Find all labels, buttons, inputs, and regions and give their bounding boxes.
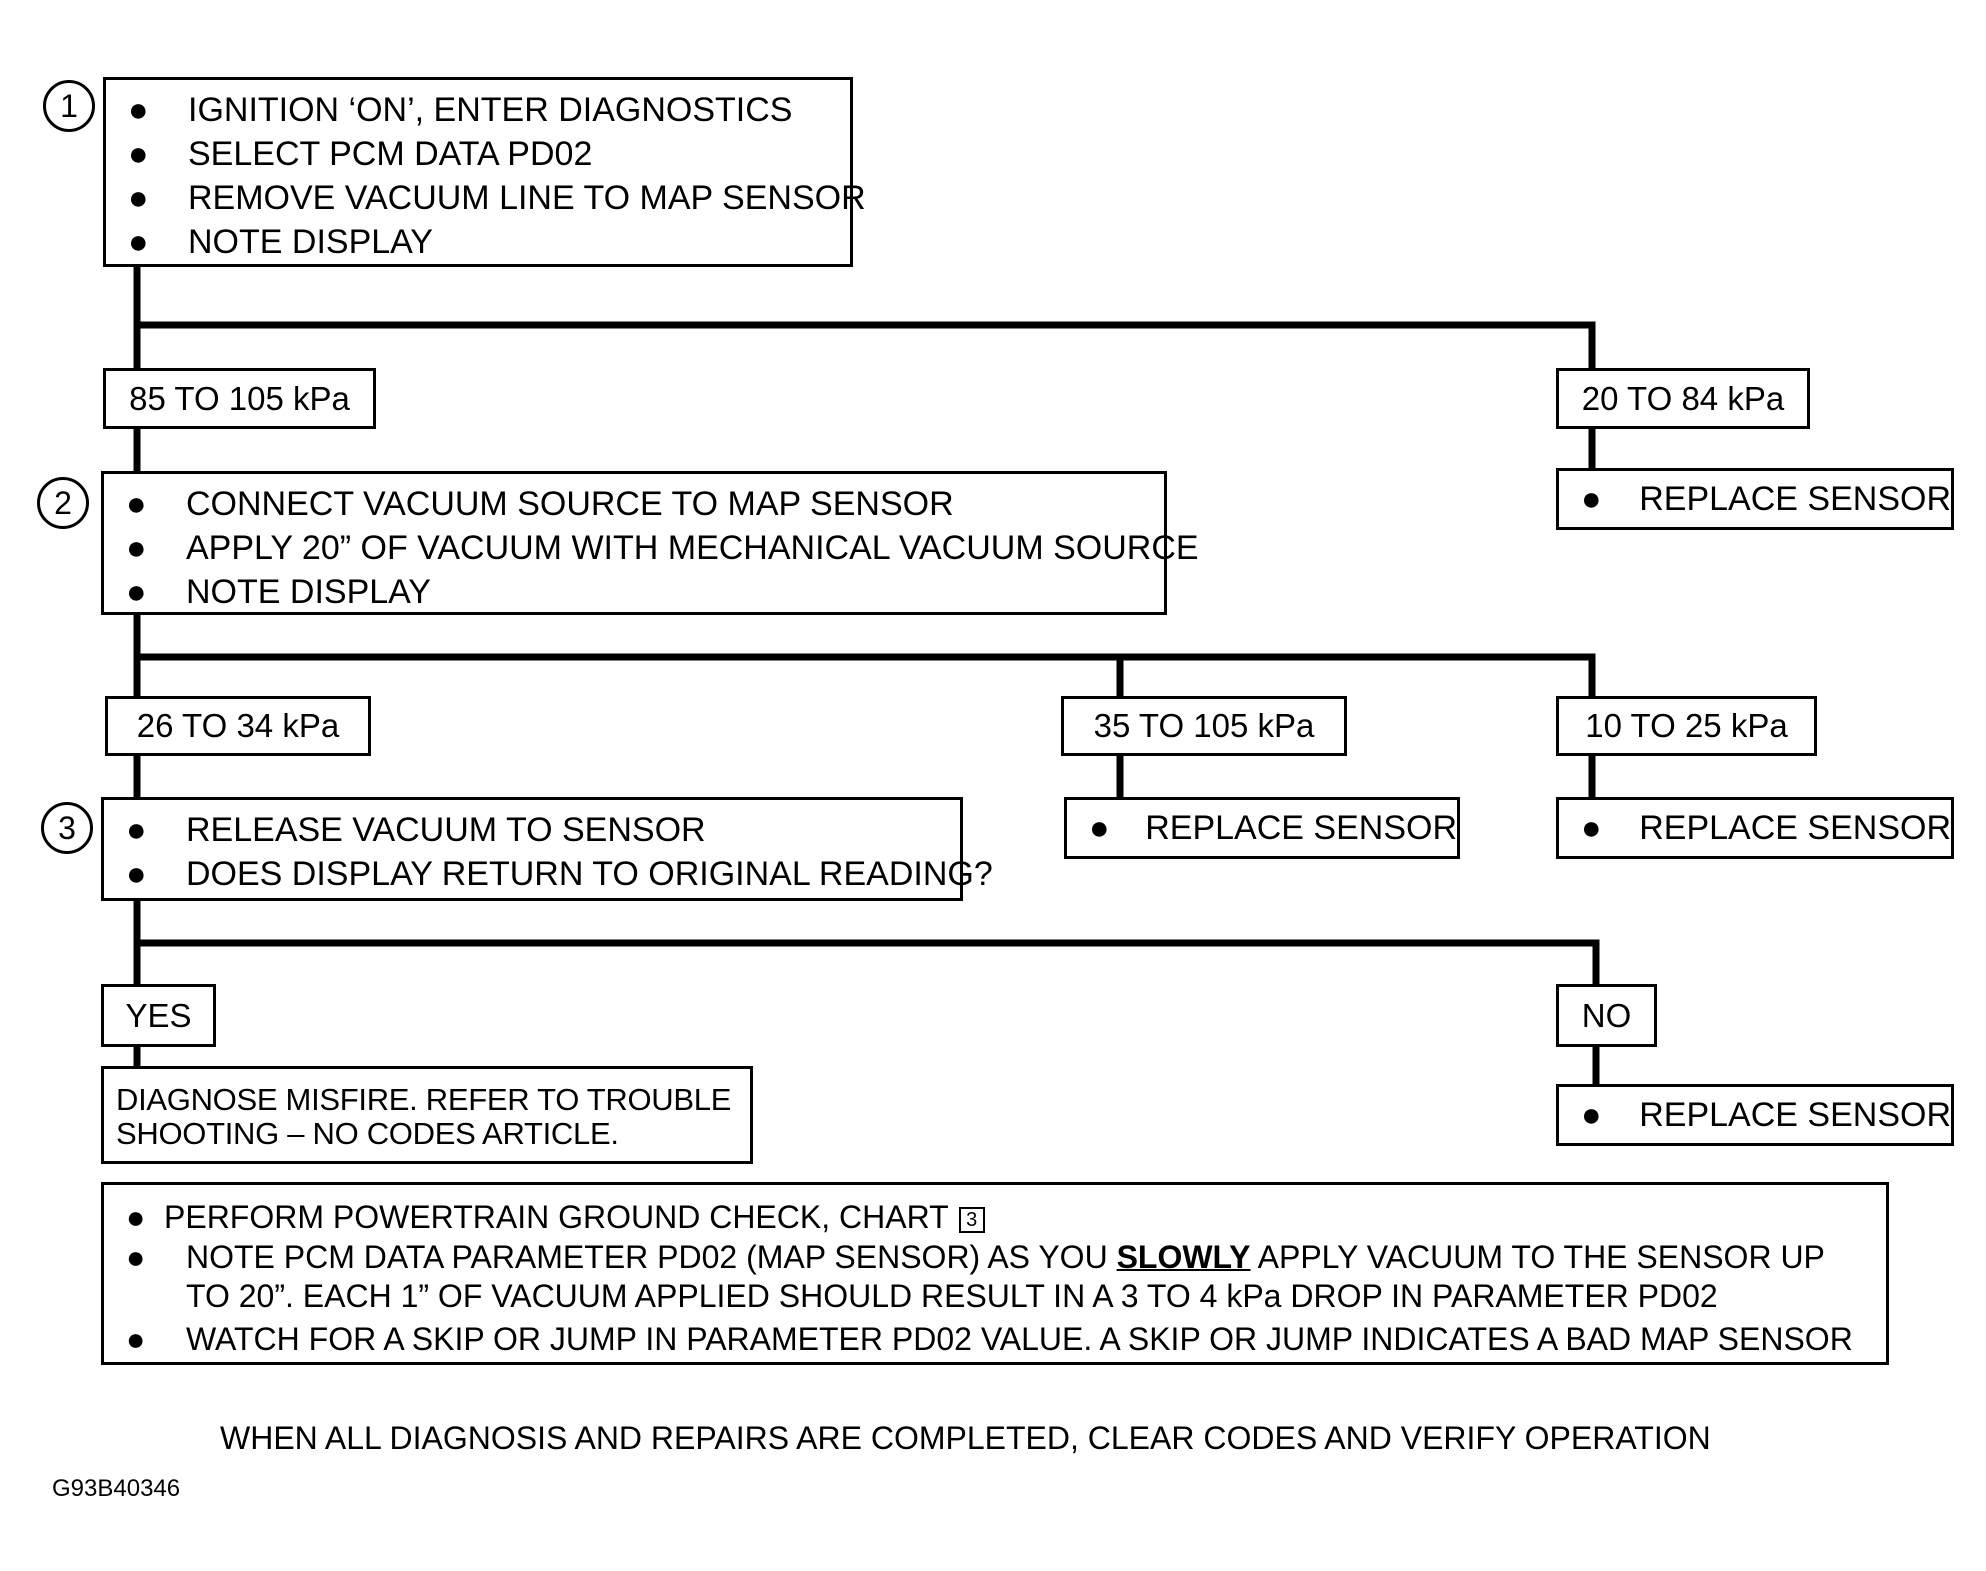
bullet-icon: ● [126, 529, 147, 567]
branch-3-yes-action: DIAGNOSE MISFIRE. REFER TO TROUBLE SHOOT… [101, 1066, 753, 1164]
bullet-icon: ● [126, 811, 147, 849]
branch-3-no-label: NO [1556, 984, 1657, 1047]
chart-reference: 3 [958, 1206, 985, 1233]
step-1-number: 1 [43, 80, 95, 132]
step-2-number: 2 [37, 477, 89, 529]
step-1-item: ●REMOVE VACUUM LINE TO MAP SENSOR [128, 176, 866, 220]
branch-2-right-label: 10 TO 25 kPa [1556, 696, 1817, 756]
footer-instruction: WHEN ALL DIAGNOSIS AND REPAIRS ARE COMPL… [220, 1420, 1711, 1456]
step-2-item: ●APPLY 20” OF VACUUM WITH MECHANICAL VAC… [126, 526, 1199, 570]
bullet-icon: ● [128, 91, 149, 129]
bullet-icon: ● [128, 223, 149, 261]
branch-2-right-replace-sensor: ●REPLACE SENSOR [1556, 797, 1954, 859]
step-3-box: ●RELEASE VACUUM TO SENSOR ●DOES DISPLAY … [101, 797, 993, 901]
step-2-box: ●CONNECT VACUUM SOURCE TO MAP SENSOR ●AP… [101, 471, 1199, 615]
branch-1-replace-sensor: ●REPLACE SENSOR [1556, 468, 1954, 530]
bullet-icon: ● [126, 1321, 146, 1357]
branch-2-middle-replace-sensor: ●REPLACE SENSOR [1064, 797, 1460, 859]
branch-2-left-label: 26 TO 34 kPa [105, 696, 371, 756]
step-3-item: ●RELEASE VACUUM TO SENSOR [126, 808, 960, 852]
branch-3-yes-label: YES [101, 984, 216, 1047]
figure-id: G93B40346 [52, 1475, 181, 1502]
branch-2-middle-label: 35 TO 105 kPa [1061, 696, 1347, 756]
bullet-icon: ● [1581, 1095, 1602, 1134]
step-2-item: ●CONNECT VACUUM SOURCE TO MAP SENSOR [126, 482, 1164, 526]
branch-1-left-label: 85 TO 105 kPa [103, 368, 376, 429]
step-3-number: 3 [41, 802, 93, 854]
bullet-icon: ● [126, 1239, 146, 1275]
branch-3-replace-sensor: ●REPLACE SENSOR [1556, 1084, 1954, 1146]
bullet-icon: ● [128, 135, 149, 173]
bullet-icon: ● [1581, 479, 1602, 518]
bullet-icon: ● [1581, 808, 1602, 847]
final-item-continuation: TO 20”. EACH 1” OF VACUUM APPLIED SHOULD… [186, 1278, 1718, 1314]
bullet-icon: ● [128, 179, 149, 217]
step-2-item: ●NOTE DISPLAY [126, 570, 1164, 614]
bullet-icon: ● [126, 1199, 146, 1235]
final-item: ●NOTE PCM DATA PARAMETER PD02 (MAP SENSO… [126, 1239, 1825, 1275]
branch-1-right-label: 20 TO 84 kPa [1556, 368, 1810, 429]
bullet-icon: ● [126, 485, 147, 523]
final-item: ●WATCH FOR A SKIP OR JUMP IN PARAMETER P… [126, 1321, 1853, 1357]
bullet-icon: ● [126, 573, 147, 611]
step-1-item: ●SELECT PCM DATA PD02 [128, 132, 850, 176]
step-1-item: ●NOTE DISPLAY [128, 220, 850, 264]
bullet-icon: ● [1089, 808, 1110, 847]
step-1-item: ●IGNITION ‘ON’, ENTER DIAGNOSTICS [128, 88, 850, 132]
step-3-item: ●DOES DISPLAY RETURN TO ORIGINAL READING… [126, 852, 993, 896]
step-1-box: ●IGNITION ‘ON’, ENTER DIAGNOSTICS ●SELEC… [103, 77, 866, 267]
bullet-icon: ● [126, 855, 147, 893]
